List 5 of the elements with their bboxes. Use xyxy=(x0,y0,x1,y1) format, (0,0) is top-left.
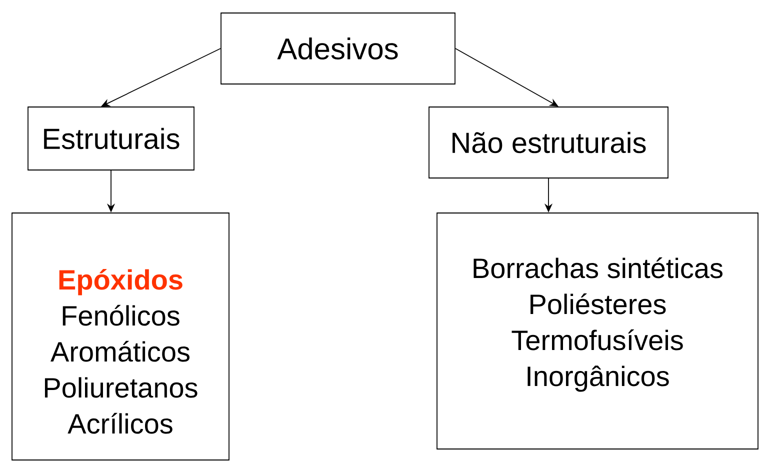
category-box: Adesivos xyxy=(220,12,456,84)
category-box: Não estruturais xyxy=(428,106,668,178)
list-box: Epóxidos Fenólicos Aromáticos Poliuretanos Acrílicos xyxy=(12,212,230,460)
list-box: Borrachas sintéticas Poliésteres Termofusíveis Inorgânicos xyxy=(436,212,758,450)
category-box: Estruturais xyxy=(28,106,194,170)
